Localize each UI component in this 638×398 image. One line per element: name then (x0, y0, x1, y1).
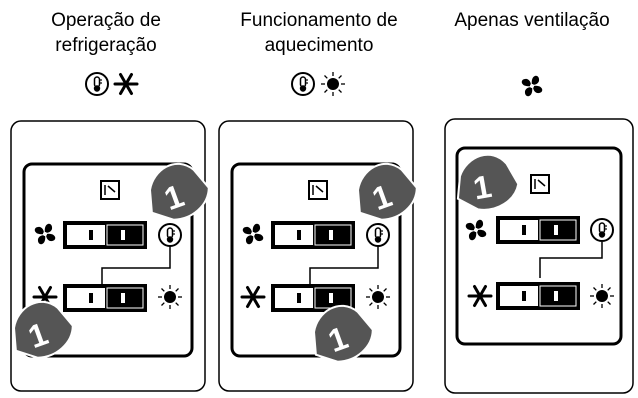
display-icon (530, 174, 550, 194)
mode-icon-row (85, 71, 543, 97)
thermometer-icon (291, 72, 315, 96)
title-line-2: refrigeração (55, 35, 157, 56)
column-title-heating: Funcionamento de aquecimento (213, 8, 425, 58)
title-line-1: Operação de (51, 10, 161, 31)
sun-icon (320, 71, 346, 97)
panel-cooling (1, 120, 217, 392)
panel-heating (218, 120, 425, 392)
display-icon (100, 180, 120, 200)
sun-icon (589, 283, 615, 309)
thermometer-icon (590, 218, 614, 242)
thermometer-icon (158, 223, 182, 247)
sun-icon (157, 284, 183, 310)
column-title-cooling: Operação de refrigeração (0, 8, 212, 58)
mode-switch-upper[interactable] (62, 220, 148, 250)
title-line-1: Apenas ventilação (454, 10, 610, 31)
link-line (539, 242, 603, 278)
panel-fan-only (444, 118, 634, 394)
link-line (101, 246, 171, 286)
mode-switch-lower[interactable] (62, 283, 148, 313)
display-icon (308, 180, 328, 200)
mode-switch-upper[interactable] (495, 215, 581, 245)
fan-icon (521, 75, 543, 97)
title-line-1: Funcionamento de (240, 10, 398, 31)
snowflake-icon (113, 73, 139, 95)
title-line-2: aquecimento (264, 35, 374, 56)
column-title-fan-only: Apenas ventilação (426, 8, 638, 33)
mode-switch-lower[interactable] (495, 281, 581, 311)
mode-switch-upper[interactable] (270, 220, 356, 250)
sun-icon (365, 284, 391, 310)
thermometer-icon (366, 223, 390, 247)
thermometer-icon (85, 72, 109, 96)
link-line (309, 246, 379, 286)
